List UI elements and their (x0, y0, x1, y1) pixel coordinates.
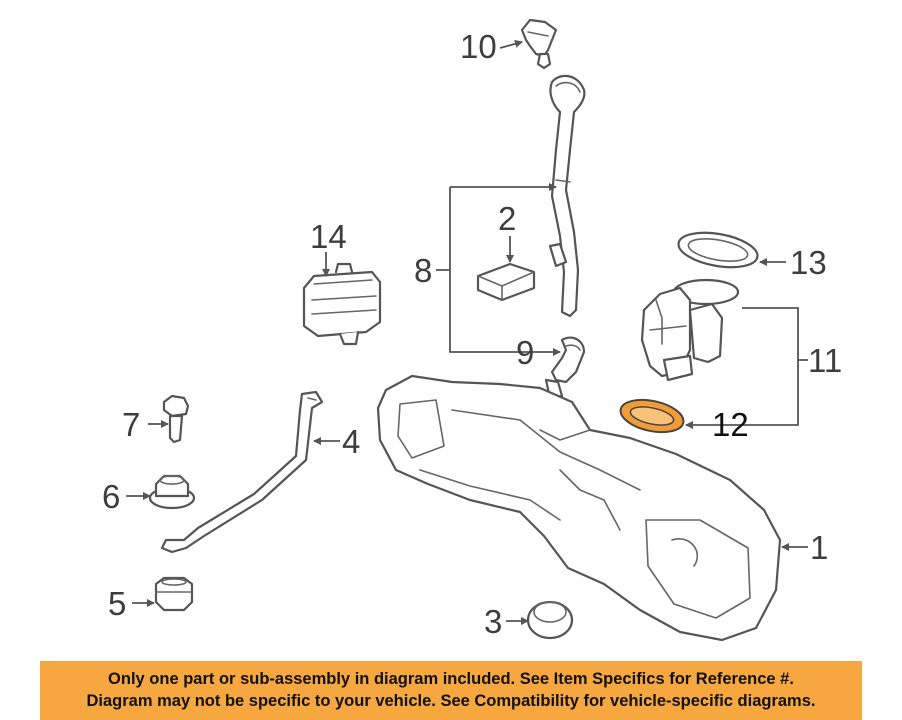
callout-6: 6 (102, 478, 120, 515)
disclaimer-line-2: Diagram may not be specific to your vehi… (86, 692, 816, 710)
callout-5: 5 (108, 585, 126, 622)
part-5-bushing (154, 576, 194, 612)
callout-4: 4 (342, 423, 360, 460)
part-1-fuel-tank (376, 374, 782, 642)
callout-9: 9 (516, 334, 534, 371)
callout-14: 14 (310, 218, 347, 255)
callout-3: 3 (484, 603, 502, 640)
callout-8: 8 (414, 252, 432, 289)
leader-8-bracket (449, 186, 555, 353)
callout-12: 12 (712, 406, 749, 443)
leader-10 (499, 39, 523, 49)
callout-11: 11 (808, 342, 842, 379)
part-14-control-unit (302, 262, 382, 346)
callout-10: 10 (460, 28, 497, 65)
leader-lines (126, 39, 808, 625)
callout-numbers: 10 2 14 8 9 13 11 12 4 7 6 5 1 3 (102, 28, 842, 640)
part-13-lock-ring (677, 231, 759, 269)
part-6-grommet (148, 474, 196, 510)
part-10-filler-valve (520, 18, 558, 70)
callout-13: 13 (790, 244, 827, 281)
disclaimer-banner: Only one part or sub-assembly in diagram… (40, 661, 862, 720)
exploded-parts-diagram: 10 2 14 8 9 13 11 12 4 7 6 5 1 3 (102, 18, 842, 642)
part-8-filler-neck (548, 74, 586, 318)
part-11-fuel-pump-assembly (640, 278, 740, 382)
disclaimer-line-1: Only one part or sub-assembly in diagram… (108, 670, 794, 688)
part-12-highlighted-gasket (619, 398, 685, 434)
part-2-module (476, 262, 536, 302)
leader-11-bracket (710, 307, 799, 426)
part-4-tank-strap (160, 390, 324, 554)
part-3-plug (526, 600, 574, 640)
part-7-bolt (162, 394, 190, 444)
callout-7: 7 (122, 406, 140, 443)
callout-2: 2 (498, 200, 516, 237)
callout-1: 1 (810, 529, 828, 566)
part-9-hose (544, 336, 586, 400)
